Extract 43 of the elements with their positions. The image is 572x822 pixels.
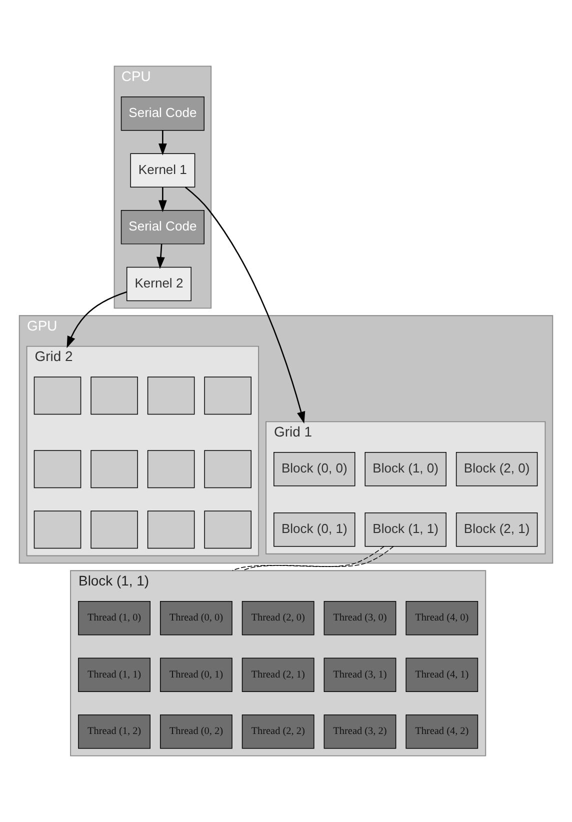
node-box: Thread (1, 2) — [78, 714, 150, 749]
arrow — [66, 291, 127, 348]
arrow — [184, 186, 306, 424]
node-box — [90, 510, 138, 549]
node-box: Thread (1, 0) — [78, 600, 150, 636]
node-box: Thread (2, 0) — [242, 600, 314, 636]
node-box: Thread (0, 1) — [160, 658, 232, 692]
arrow — [158, 187, 167, 212]
node-box: Thread (1, 1) — [78, 658, 150, 692]
node-box: Thread (4, 0) — [406, 600, 478, 636]
node-box: Block (1, 1) — [364, 512, 446, 547]
node-box — [204, 450, 252, 488]
node-box — [34, 510, 82, 549]
node-box: Thread (3, 2) — [324, 714, 396, 749]
node-box: Kernel 1 — [130, 153, 196, 188]
node-box — [90, 376, 138, 415]
node-box: Thread (4, 2) — [406, 714, 478, 749]
node-box — [204, 510, 252, 549]
arrow — [156, 244, 165, 269]
node-box — [204, 376, 252, 415]
node-box: Thread (3, 0) — [324, 600, 396, 636]
node-box — [90, 450, 138, 488]
node-box: Serial Code — [120, 96, 204, 131]
arrow — [158, 130, 167, 156]
node-box — [147, 510, 195, 549]
node-box: Block (0, 0) — [274, 452, 356, 486]
node-box: Block (0, 1) — [274, 512, 356, 547]
node-box: Thread (2, 2) — [242, 714, 314, 749]
node-box: Block (2, 0) — [456, 452, 538, 486]
node-box: Thread (3, 1) — [324, 658, 396, 692]
node-box — [34, 376, 82, 415]
node-box — [34, 450, 82, 488]
node-box — [147, 450, 195, 488]
node-box: Thread (2, 1) — [242, 658, 314, 692]
cluster: Grid 2 — [26, 346, 259, 556]
node-box: Block (2, 1) — [456, 512, 538, 547]
node-box: Thread (0, 0) — [160, 600, 232, 636]
node-box: Thread (4, 1) — [406, 658, 478, 692]
node-box: Kernel 2 — [126, 266, 192, 302]
node-box — [147, 376, 195, 415]
node-box: Serial Code — [120, 210, 204, 244]
node-box: Thread (0, 2) — [160, 714, 232, 749]
node-box: Block (1, 0) — [364, 452, 446, 486]
